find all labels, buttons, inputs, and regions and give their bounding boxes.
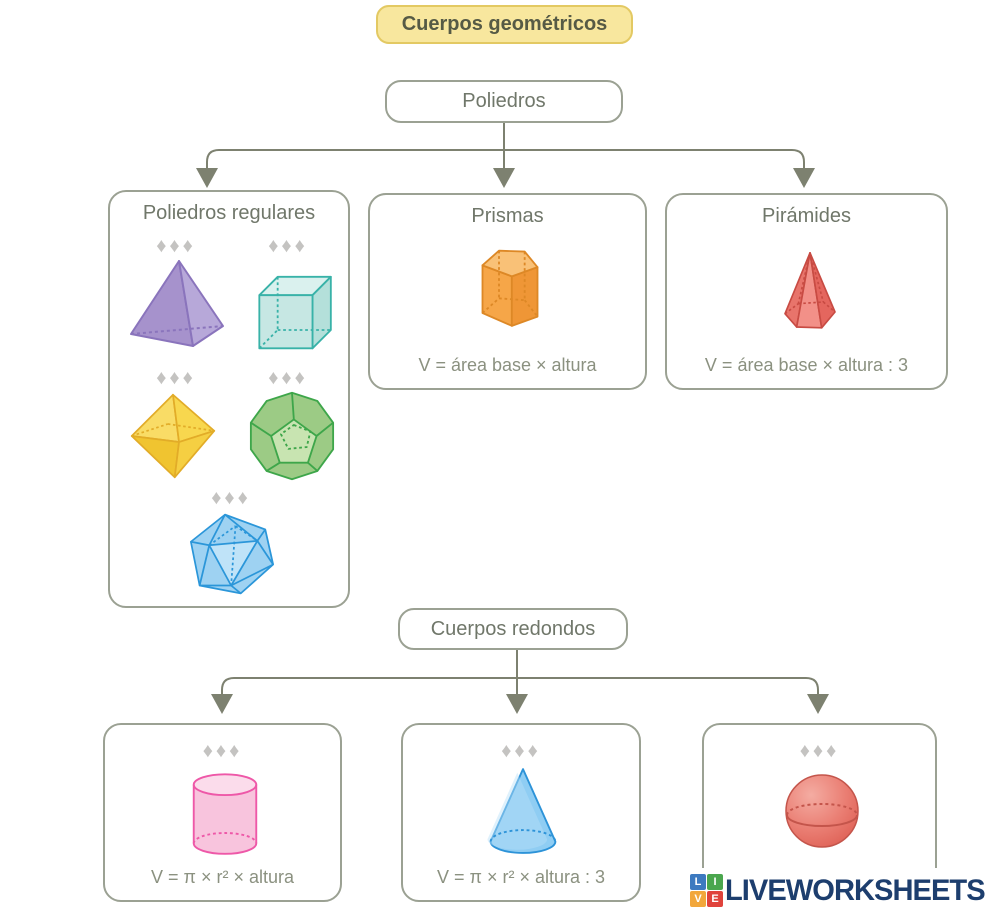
cone-icon	[487, 768, 557, 854]
pentagonal-prism-icon	[481, 249, 539, 327]
card-title-poliedros-regulares: Poliedros regulares	[142, 202, 316, 224]
card-title-prismas: Prismas	[471, 205, 544, 227]
card-poliedros-regulares: Poliedros regulares ♦♦♦ ♦♦♦ ♦♦♦ ♦♦♦	[108, 190, 350, 608]
logo-square: E	[707, 891, 723, 907]
cylinder-icon	[192, 773, 258, 855]
liveworksheets-logo-icon: L I V E	[690, 874, 723, 907]
formula-prismas: V = área base × altura	[418, 355, 597, 375]
diamond-markers: ♦♦♦	[799, 740, 840, 762]
branch-node-cuerpos-redondos: Cuerpos redondos	[398, 608, 628, 650]
logo-square: I	[707, 874, 723, 890]
formula-cono: V = π × r² × altura : 3	[437, 867, 605, 887]
hexagonal-pyramid-icon	[784, 252, 836, 329]
formula-cilindro: V = π × r² × altura	[151, 867, 294, 887]
diamond-markers: ♦♦♦	[268, 367, 308, 389]
logo-square: V	[690, 891, 706, 907]
card-title-piramides: Pirámides	[762, 205, 851, 227]
cube-icon	[258, 275, 332, 350]
diamond-markers: ♦♦♦	[501, 740, 541, 762]
liveworksheets-watermark[interactable]: L I V E LIVEWORKSHEETS	[690, 868, 1000, 913]
card-prismas: Prismas V = área base × altura	[368, 193, 647, 390]
branch-node-poliedros: Poliedros	[385, 80, 623, 123]
branch-node-poliedros-label: Poliedros	[462, 90, 546, 112]
diamond-markers: ♦♦♦	[156, 235, 196, 257]
octahedron-icon	[130, 393, 216, 479]
root-node-label: Cuerpos geométricos	[401, 13, 608, 35]
sphere-icon	[785, 774, 859, 848]
root-node-cuerpos-geometricos: Cuerpos geométricos	[376, 5, 633, 44]
diamond-markers: ♦♦♦	[202, 740, 243, 762]
branch-node-cuerpos-redondos-label: Cuerpos redondos	[430, 617, 596, 640]
diamond-markers: ♦♦♦	[156, 367, 196, 389]
tetrahedron-icon	[130, 260, 224, 347]
diamond-markers: ♦♦♦	[268, 235, 308, 257]
diamond-markers: ♦♦♦	[211, 487, 251, 509]
icosahedron-icon	[190, 513, 274, 595]
card-cilindro: ♦♦♦ V = π × r² × altura	[103, 723, 342, 902]
logo-square: L	[690, 874, 706, 890]
card-cono: ♦♦♦ V = π × r² × altura : 3	[401, 723, 641, 902]
card-piramides: Pirámides V = área base × altura : 3	[665, 193, 948, 390]
formula-piramides: V = área base × altura : 3	[704, 355, 909, 375]
liveworksheets-wordmark: LIVEWORKSHEETS	[725, 873, 986, 907]
dodecahedron-icon	[249, 391, 335, 481]
